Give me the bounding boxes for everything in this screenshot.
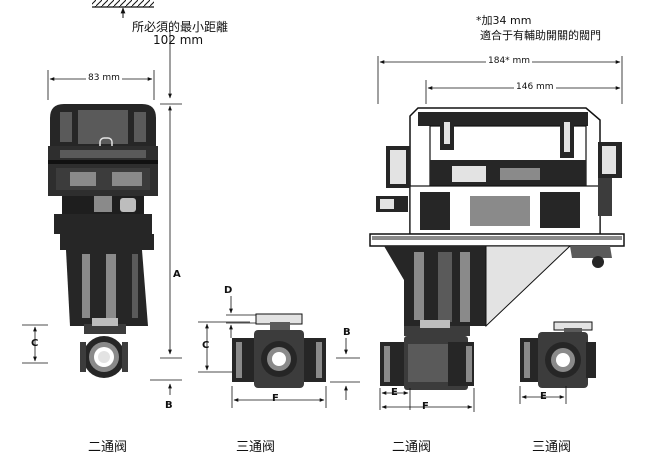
letter-b-right: B bbox=[343, 327, 351, 338]
letter-f-two-way: F bbox=[422, 401, 429, 412]
dim-184mm: 184* mm bbox=[486, 56, 533, 66]
caption-three-way-side: 三通阀 bbox=[532, 440, 572, 455]
letter-c-right: C bbox=[202, 340, 210, 351]
caption-two-way-side: 二通阀 bbox=[392, 440, 432, 455]
letter-b-left: B bbox=[165, 400, 173, 411]
footnote-line2: 適合于有輔助開關的閥門 bbox=[480, 29, 601, 42]
view-two-way-side bbox=[369, 56, 625, 412]
caption-two-way-front: 二通阀 bbox=[88, 440, 128, 455]
view-three-way-side bbox=[519, 321, 596, 404]
clearance-label: 所必須的最小距離 bbox=[132, 20, 229, 34]
letter-e-three-way: E bbox=[540, 391, 547, 402]
letter-f-three-way: F bbox=[272, 393, 279, 404]
dim-146mm: 146 mm bbox=[514, 82, 556, 92]
dim-83mm: 83 mm bbox=[86, 73, 122, 83]
letter-a: A bbox=[173, 269, 181, 280]
letter-e-two-way: E bbox=[391, 387, 398, 398]
clearance-value: 102 mm bbox=[153, 33, 204, 47]
footnote-line1: *加34 mm bbox=[476, 14, 532, 27]
view-three-way-front bbox=[198, 296, 360, 408]
view-two-way-front bbox=[22, 30, 182, 395]
caption-three-way-front: 三通阀 bbox=[236, 440, 276, 455]
clearance-plane bbox=[92, 0, 154, 18]
letter-d: D bbox=[224, 285, 233, 296]
letter-c-left: C bbox=[31, 338, 39, 349]
